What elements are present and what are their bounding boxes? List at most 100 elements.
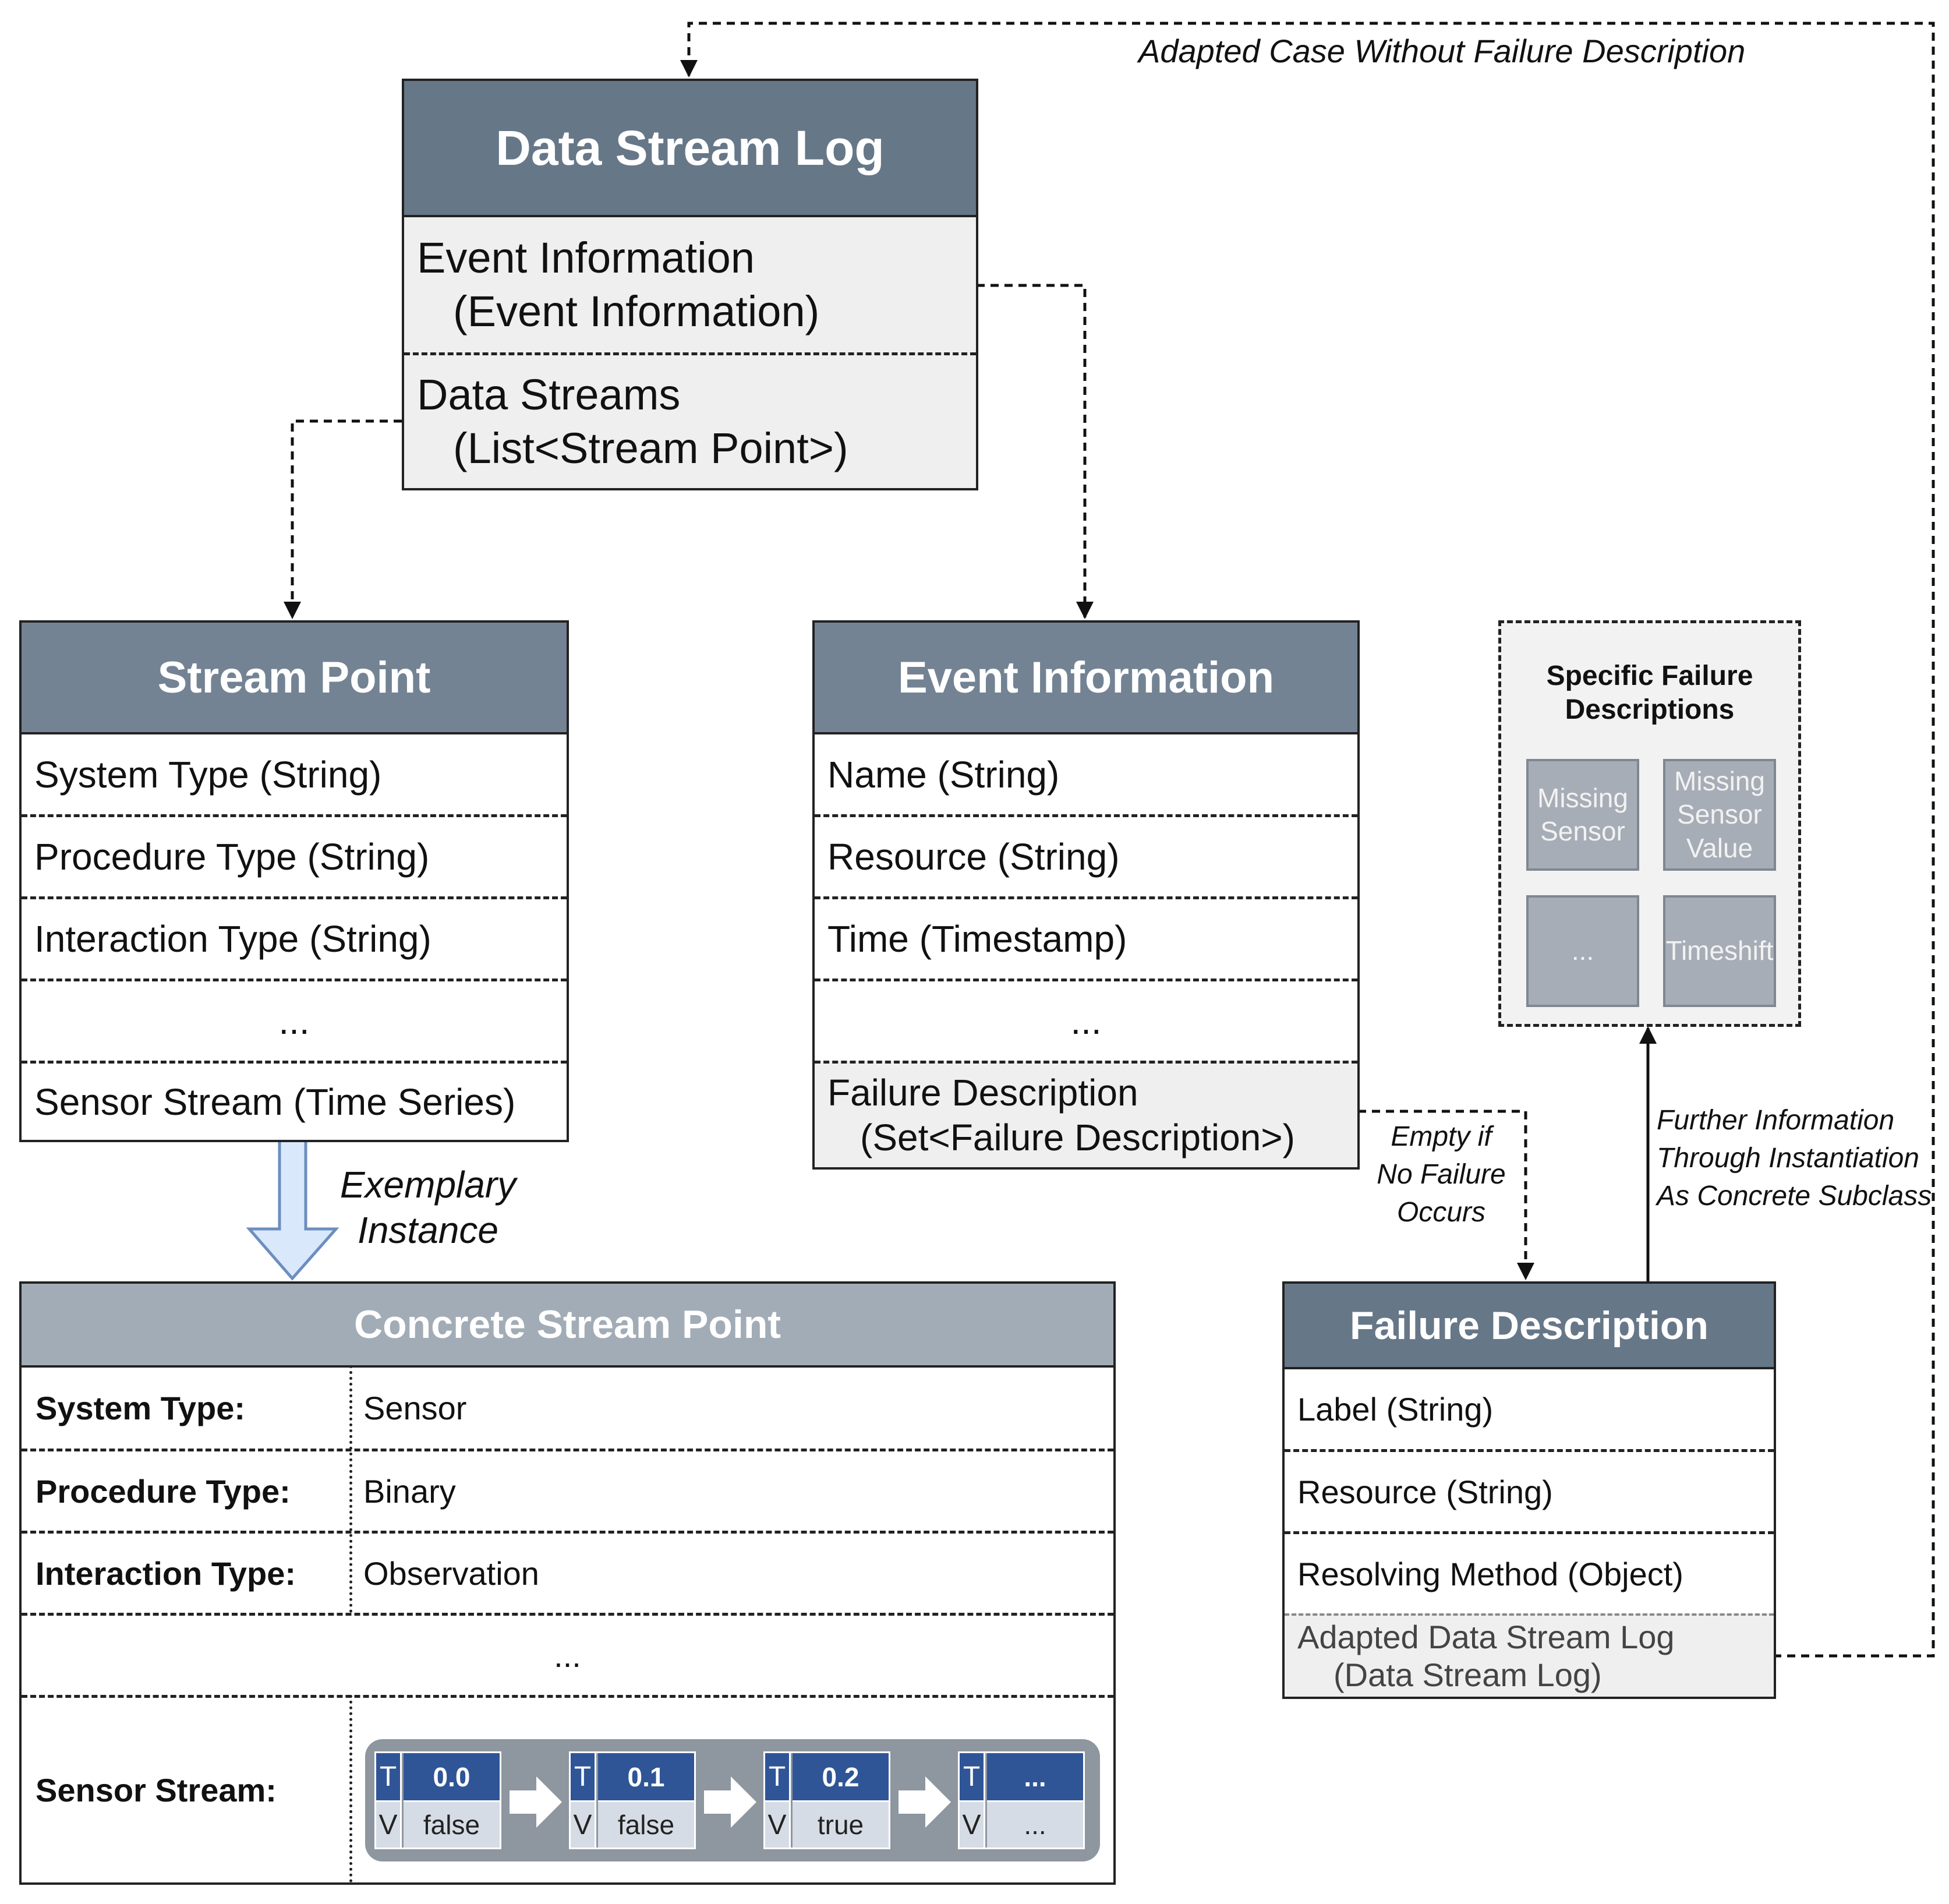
series-t-label: T (571, 1753, 596, 1800)
missing-sensor-line1: Missing (1537, 782, 1628, 813)
resource-attr: Resource (String) (827, 836, 1120, 878)
concrete-value: Binary (363, 1472, 456, 1510)
event-info-row: Name (String) (815, 732, 1357, 814)
series-t-label: T (960, 1753, 985, 1800)
time-attr: Time (Timestamp) (827, 918, 1127, 960)
event-information-header: Event Information (815, 623, 1357, 732)
series-next-arrow (704, 1776, 756, 1828)
adapted-data-stream-log-attr: Adapted Data Stream Log (1297, 1619, 1675, 1656)
exemplary-instance-arrow (246, 1139, 339, 1281)
stream-point-row: System Type (String) (22, 732, 567, 814)
stream-point-row: ... (22, 979, 567, 1061)
resolving-method-attr: Resolving Method (Object) (1297, 1555, 1683, 1592)
concrete-key: System Type: (36, 1390, 245, 1426)
timeshift-tile-label: Timeshift (1665, 935, 1774, 966)
concrete-stream-point-header: Concrete Stream Point (22, 1284, 1113, 1365)
procedure-type-attr: Procedure Type (String) (34, 836, 430, 878)
series-v-value: ... (987, 1800, 1083, 1848)
failure-description-box: Failure Description Label (String) Resou… (1282, 1281, 1776, 1699)
failure-row: Label (String) (1285, 1367, 1774, 1449)
data-stream-log-data-streams: Data Streams (List<Stream Point>) (404, 352, 976, 488)
data-streams-attr: Data Streams (417, 370, 681, 419)
series-next-arrow (899, 1776, 951, 1828)
empty-if-label: Empty if No Failure Occurs (1371, 1118, 1511, 1231)
data-stream-log-event-info: Event Information (Event Information) (404, 215, 976, 352)
name-attr: Name (String) (827, 753, 1060, 796)
concrete-key: Procedure Type: (36, 1472, 291, 1510)
series-t-label: T (376, 1753, 402, 1800)
specific-failure-title: Specific Failure Descriptions (1501, 659, 1798, 726)
series-v-value: true (793, 1800, 889, 1848)
series-next-arrow (510, 1776, 562, 1828)
stream-point-header: Stream Point (22, 623, 567, 732)
event-info-failure-row: Failure Description (Set<Failure Descrip… (815, 1061, 1357, 1167)
missing-sensor-value-line3: Value (1686, 832, 1753, 863)
concrete-sensor-row: Sensor Stream: (22, 1695, 1113, 1882)
concrete-row: Interaction Type: Observation (22, 1531, 1113, 1613)
missing-sensor-line2: Sensor (1540, 816, 1625, 846)
adapted-data-stream-log-type: (Data Stream Log) (1333, 1656, 1602, 1693)
stream-point-title: Stream Point (157, 652, 431, 702)
stream-point-row: Procedure Type (String) (22, 814, 567, 896)
event-info-type: (Event Information) (453, 287, 820, 335)
series-v-label: V (376, 1800, 402, 1848)
series-v-value: false (598, 1800, 694, 1848)
exemplary-instance-label: Exemplary Instance (329, 1162, 527, 1253)
failure-row: Resource (String) (1285, 1449, 1774, 1531)
missing-sensor-value-line1: Missing (1674, 765, 1765, 796)
further-line3: As Concrete Subclass (1657, 1180, 1932, 1211)
event-info-attr: Event Information (417, 233, 755, 282)
column-separator (349, 1365, 352, 1613)
series-point: T...V... (958, 1751, 1085, 1849)
exemplary-line1: Exemplary (339, 1164, 517, 1206)
series-t-label: T (765, 1753, 791, 1800)
label-attr: Label (String) (1297, 1391, 1494, 1428)
concrete-value: Observation (363, 1555, 539, 1592)
stream-point-row: Interaction Type (String) (22, 896, 567, 979)
specific-failure-title-line2: Descriptions (1565, 694, 1735, 725)
further-line1: Further Information (1657, 1105, 1895, 1136)
interaction-type-attr: Interaction Type (String) (34, 918, 431, 960)
exemplary-line2: Instance (358, 1209, 498, 1252)
failure-description-attr: Failure Description (827, 1072, 1138, 1114)
adapted-data-stream-log-row: Adapted Data Stream Log (Data Stream Log… (1285, 1613, 1774, 1697)
series-v-value: false (404, 1800, 500, 1848)
concrete-stream-point-title: Concrete Stream Point (353, 1302, 781, 1347)
empty-line1: Empty if (1391, 1121, 1492, 1152)
empty-line3: Occurs (1396, 1196, 1485, 1228)
series-t-value: 0.0 (404, 1753, 500, 1800)
event-info-ellipsis: ... (1070, 1000, 1102, 1042)
concrete-key: Interaction Type: (36, 1555, 296, 1592)
edge-event-information (977, 284, 1094, 619)
series-t-value: 0.2 (793, 1753, 889, 1800)
series-v-label: V (571, 1800, 596, 1848)
empty-line2: No Failure (1377, 1158, 1506, 1190)
ellipsis-tile-label: ... (1571, 935, 1594, 966)
data-streams-type: (List<Stream Point>) (453, 424, 848, 472)
column-separator (349, 1695, 352, 1882)
stream-point-box: Stream Point System Type (String) Proced… (19, 620, 569, 1142)
stream-point-ellipsis: ... (278, 1000, 310, 1042)
concrete-row: System Type: Sensor (22, 1365, 1113, 1449)
concrete-ellipsis: ... (554, 1637, 581, 1674)
concrete-stream-point-box: Concrete Stream Point System Type: Senso… (19, 1281, 1116, 1885)
concrete-value: Sensor (363, 1390, 467, 1426)
data-stream-log-header: Data Stream Log (404, 81, 976, 215)
event-info-row: Resource (String) (815, 814, 1357, 896)
event-info-row: ... (815, 979, 1357, 1061)
resource-attr: Resource (String) (1297, 1473, 1553, 1510)
failure-description-title: Failure Description (1350, 1303, 1709, 1348)
series-v-label: V (765, 1800, 791, 1848)
series-t-value: 0.1 (598, 1753, 694, 1800)
stream-point-row: Sensor Stream (Time Series) (22, 1061, 567, 1140)
data-stream-log-box: Data Stream Log Event Information (Event… (402, 79, 978, 490)
event-info-row: Time (Timestamp) (815, 896, 1357, 979)
concrete-row: Procedure Type: Binary (22, 1449, 1113, 1531)
